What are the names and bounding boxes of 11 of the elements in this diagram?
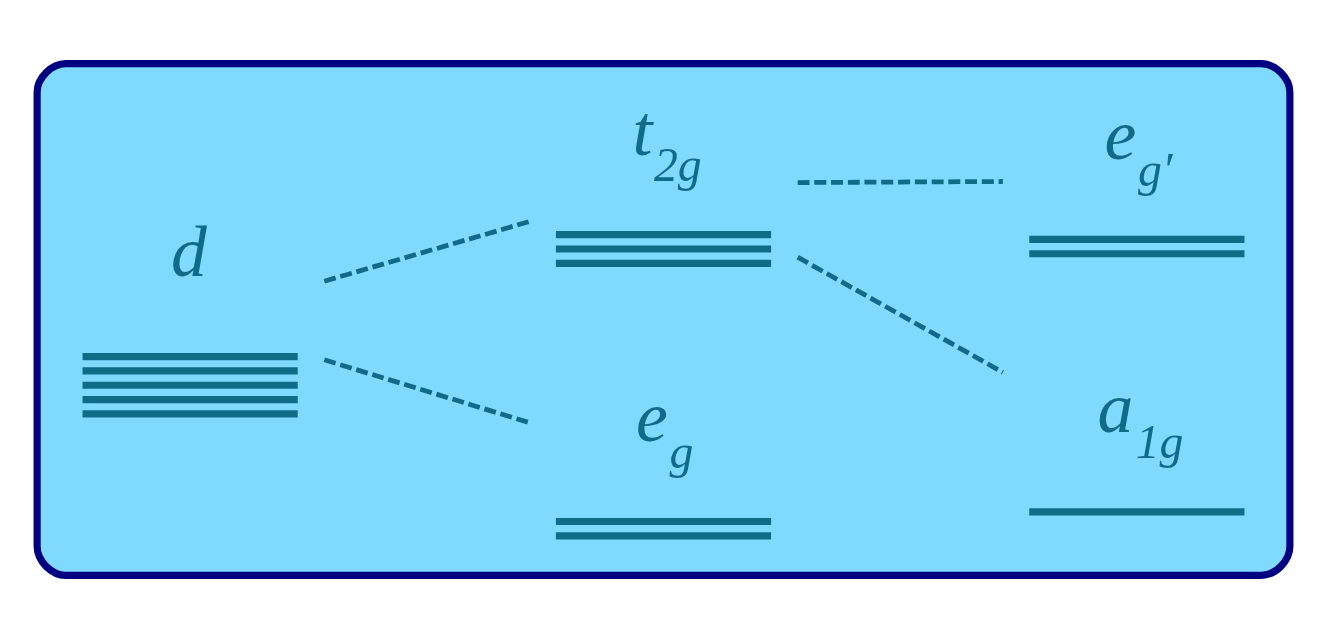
connector xyxy=(796,255,1005,375)
node-box xyxy=(1029,508,1245,516)
node-label: a$_{1g}$ xyxy=(1097,367,1184,469)
node-label: d xyxy=(171,212,207,293)
connector xyxy=(797,179,1003,185)
connector xyxy=(323,357,531,425)
node-label: e$_{g′}$ xyxy=(1104,95,1173,196)
node-label: t$_{2g}$ xyxy=(632,90,702,192)
cluster xyxy=(33,60,1294,579)
node-label: e$_{g}$ xyxy=(636,377,694,478)
connector xyxy=(323,219,531,284)
